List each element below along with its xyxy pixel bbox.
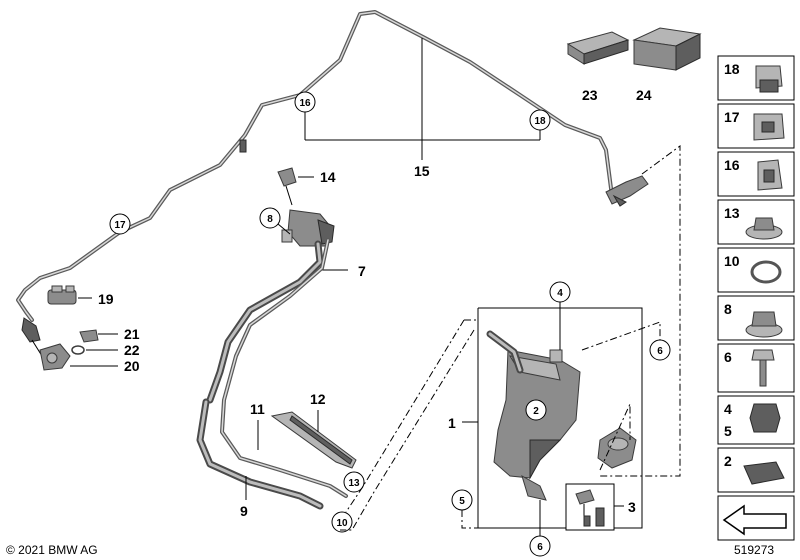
hose-11[interactable] bbox=[220, 238, 348, 498]
pump-motor-3[interactable] bbox=[597, 427, 637, 469]
callout-14: 14 bbox=[320, 169, 336, 185]
callout-4-badge[interactable]: 4 bbox=[549, 281, 571, 303]
side-label-18: 18 bbox=[724, 61, 740, 77]
callout-16: 16 bbox=[299, 98, 311, 109]
callout-8: 8 bbox=[267, 214, 273, 225]
callout-16-badge[interactable]: 16 bbox=[294, 91, 316, 113]
dash-connections bbox=[340, 145, 681, 531]
exploded-view-arrow-icon bbox=[722, 504, 787, 536]
connector-19[interactable] bbox=[47, 285, 77, 305]
callout-1: 1 bbox=[448, 415, 456, 431]
reservoir-frame bbox=[477, 307, 643, 529]
callout-6a-badge[interactable]: 6 bbox=[649, 339, 671, 361]
side-panel-cell-arrow[interactable] bbox=[717, 495, 795, 541]
side-label-8: 8 bbox=[724, 301, 732, 317]
module-23[interactable] bbox=[566, 31, 630, 65]
callout-7: 7 bbox=[358, 263, 366, 279]
callout-8-badge[interactable]: 8 bbox=[259, 207, 281, 229]
callout-12: 12 bbox=[310, 391, 326, 407]
side-panel-cell-16[interactable]: 16 bbox=[717, 151, 795, 197]
clip-21[interactable] bbox=[79, 329, 99, 343]
hose-9[interactable] bbox=[196, 398, 324, 510]
foam-block-24[interactable] bbox=[632, 27, 702, 71]
callout-4: 4 bbox=[557, 288, 563, 299]
o-ring-22[interactable] bbox=[71, 345, 85, 355]
fastener-box-3[interactable] bbox=[565, 483, 615, 531]
callout-13: 13 bbox=[348, 478, 360, 489]
callout-24: 24 bbox=[636, 87, 652, 103]
callout-18-badge[interactable]: 18 bbox=[529, 109, 551, 131]
callout-18: 18 bbox=[534, 116, 546, 127]
pump-assembly-20[interactable] bbox=[21, 317, 71, 371]
callout-20: 20 bbox=[124, 358, 140, 374]
callout-6-bottom: 6 bbox=[537, 542, 543, 553]
side-panel: 18 17 16 13 10 8 bbox=[717, 55, 795, 541]
callout-5: 5 bbox=[459, 496, 465, 507]
callout-13-badge[interactable]: 13 bbox=[343, 471, 365, 493]
side-panel-cell-8[interactable]: 8 bbox=[717, 295, 795, 341]
callout-5-badge[interactable]: 5 bbox=[451, 489, 473, 511]
callout-19: 19 bbox=[98, 291, 114, 307]
side-panel-cell-4-5[interactable]: 4 5 bbox=[717, 395, 795, 445]
diagram-number: 519273 bbox=[734, 543, 774, 557]
hose-7[interactable] bbox=[206, 240, 324, 404]
side-label-10: 10 bbox=[724, 253, 740, 269]
side-panel-cell-6[interactable]: 6 bbox=[717, 343, 795, 393]
callout-15: 15 bbox=[414, 163, 430, 179]
callout-10-badge[interactable]: 10 bbox=[331, 511, 353, 533]
callout-10: 10 bbox=[336, 518, 348, 529]
callout-9: 9 bbox=[240, 503, 248, 519]
rail-12[interactable] bbox=[270, 411, 357, 469]
callout-2-badge[interactable]: 2 bbox=[525, 399, 547, 421]
side-label-5: 5 bbox=[724, 423, 732, 439]
leader-15 bbox=[304, 38, 541, 160]
callout-11: 11 bbox=[250, 401, 265, 417]
side-panel-cell-18[interactable]: 18 bbox=[717, 55, 795, 101]
callout-6-right: 6 bbox=[657, 346, 663, 357]
side-label-6: 6 bbox=[724, 349, 732, 365]
side-label-13: 13 bbox=[724, 205, 740, 221]
side-panel-cell-13[interactable]: 13 bbox=[717, 199, 795, 245]
side-label-2: 2 bbox=[724, 453, 732, 469]
side-label-4: 4 bbox=[724, 401, 732, 417]
nozzle-14[interactable] bbox=[277, 167, 297, 206]
copyright-text: © 2021 BMW AG bbox=[6, 543, 98, 557]
side-panel-cell-17[interactable]: 17 bbox=[717, 103, 795, 149]
callout-3: 3 bbox=[628, 499, 636, 515]
callout-21: 21 bbox=[124, 326, 140, 342]
washer-line-15[interactable] bbox=[16, 10, 649, 322]
callout-17: 17 bbox=[114, 220, 126, 231]
side-label-16: 16 bbox=[724, 157, 740, 173]
callout-22: 22 bbox=[124, 342, 140, 358]
callout-23: 23 bbox=[582, 87, 598, 103]
side-panel-cell-10[interactable]: 10 bbox=[717, 247, 795, 293]
side-label-17: 17 bbox=[724, 109, 740, 125]
side-panel-cell-2[interactable]: 2 bbox=[717, 447, 795, 493]
callout-17-badge[interactable]: 17 bbox=[109, 213, 131, 235]
callout-2: 2 bbox=[533, 406, 539, 417]
callout-6b-badge[interactable]: 6 bbox=[529, 535, 551, 557]
